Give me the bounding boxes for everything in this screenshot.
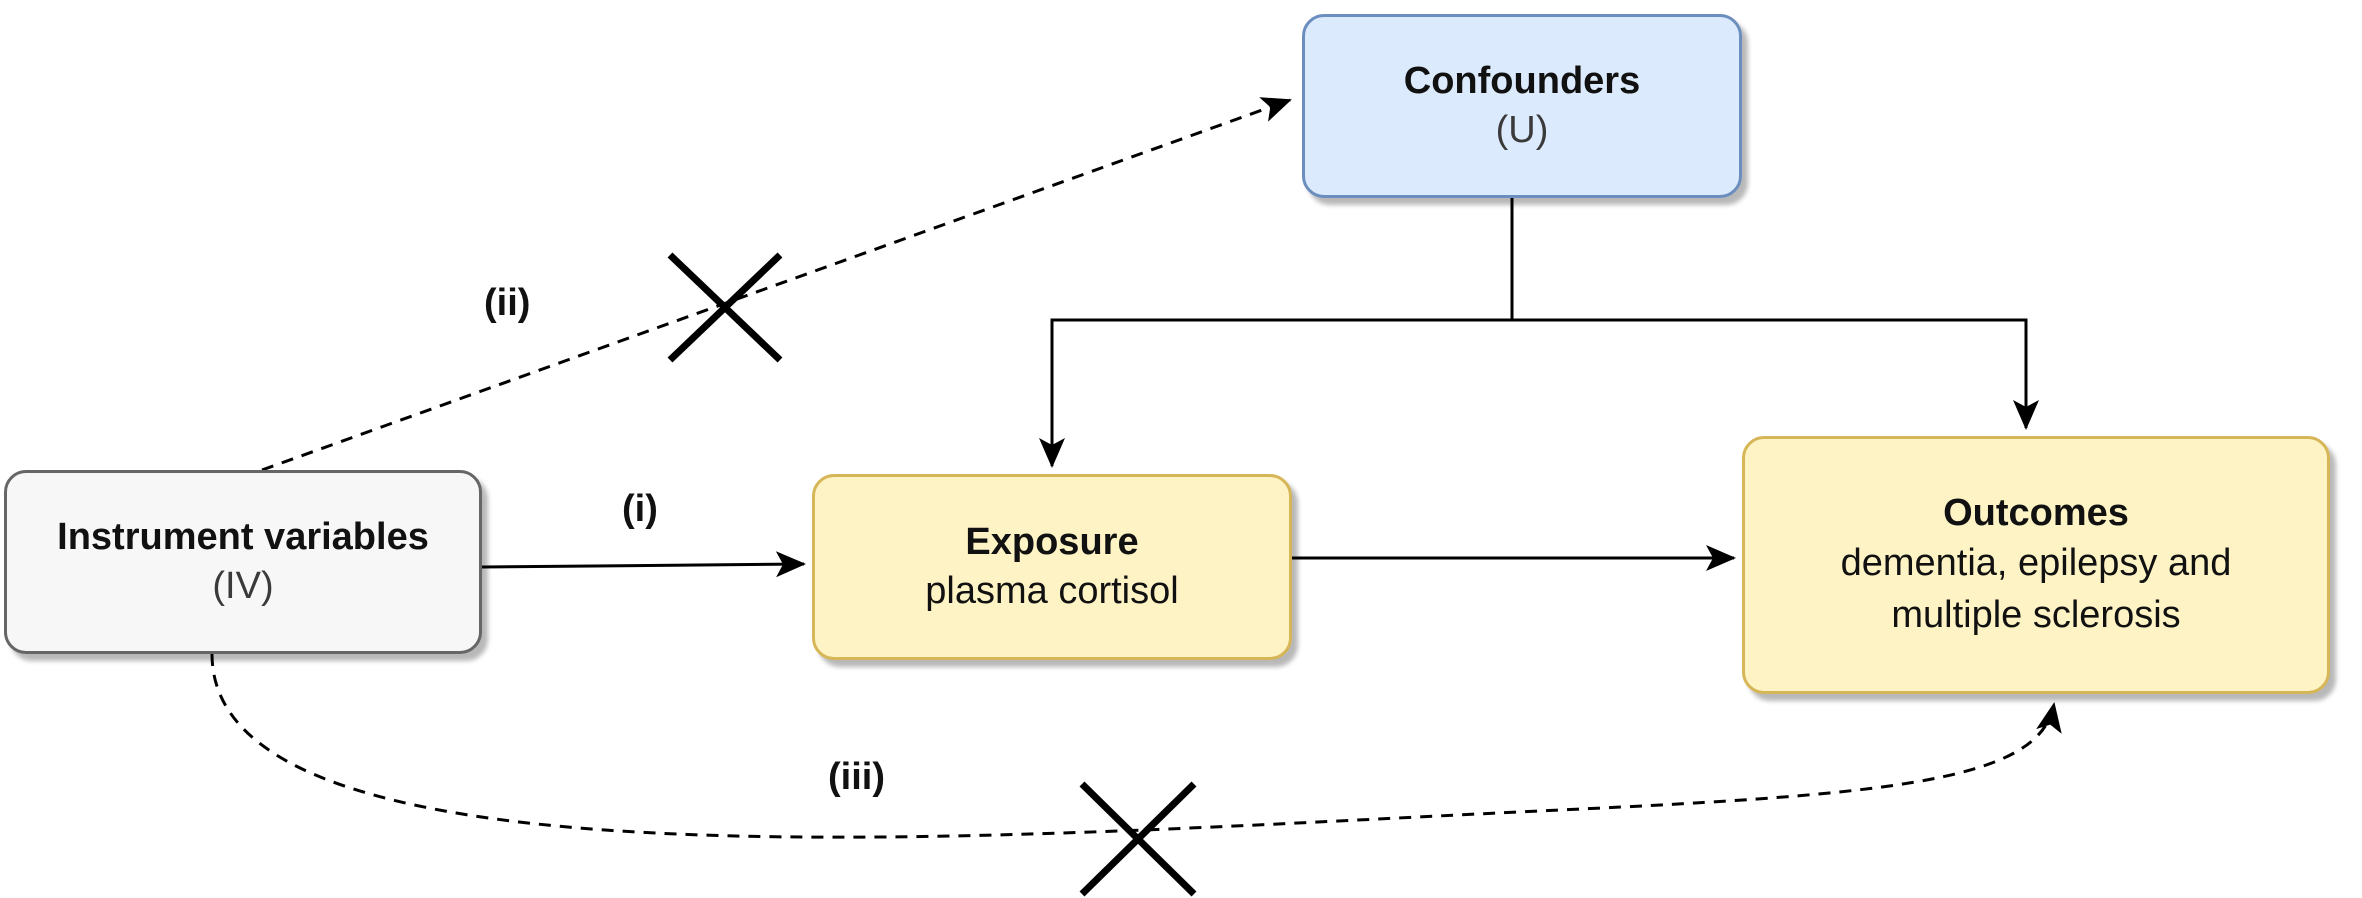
- outcomes-subtitle-line1: dementia, epilepsy and: [1840, 542, 2232, 585]
- edge-confounders-to-exposure: [1039, 318, 1512, 468]
- edge-label-iii: (iii): [828, 756, 885, 798]
- outcomes-subtitle-line2: multiple sclerosis: [1891, 593, 2181, 636]
- iv-subtitle: (IV): [212, 565, 274, 607]
- outcomes-title: Outcomes: [1943, 492, 2129, 534]
- edge-i-iv-to-exposure: [481, 551, 806, 578]
- exposure-title: Exposure: [965, 520, 1139, 563]
- confounders-title: Confounders: [1403, 59, 1641, 102]
- confounders-box: Confounders (U): [1302, 14, 1742, 198]
- edge-confounders-to-outcomes: [1512, 318, 2039, 430]
- confounders-subtitle: (U): [1495, 109, 1549, 151]
- exposure-subtitle: plasma cortisol: [925, 570, 1179, 612]
- exposure-box: Exposure plasma cortisol: [812, 474, 1292, 660]
- iv-title: Instrument variables: [57, 515, 429, 558]
- edge-ii-iv-to-confounders: [261, 97, 1292, 472]
- block-cross-ii-icon: [667, 252, 783, 363]
- edge-label-i: (i): [622, 488, 658, 530]
- block-cross-iii-icon: [1079, 781, 1197, 897]
- outcomes-box: Outcomes dementia, epilepsy and multiple…: [1742, 436, 2330, 694]
- edge-label-ii: (ii): [484, 282, 531, 324]
- instrument-variables-box: Instrument variables (IV): [4, 470, 482, 654]
